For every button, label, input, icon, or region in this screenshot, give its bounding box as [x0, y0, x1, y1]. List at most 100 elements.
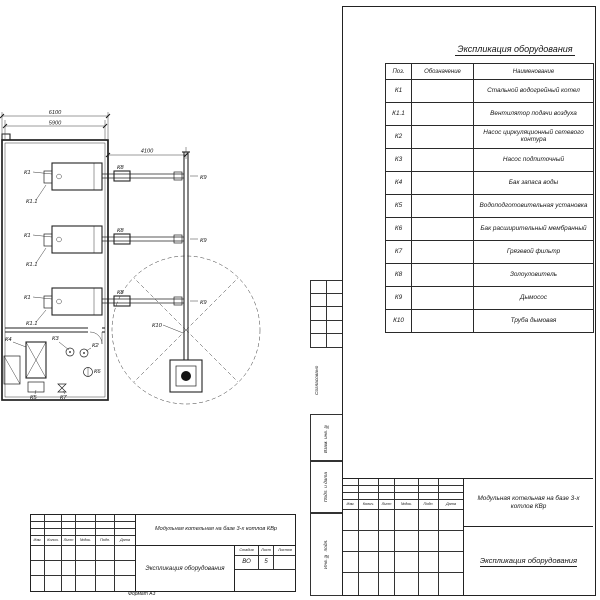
name-cell: Насос подпиточный [473, 148, 594, 172]
boiler-3 [43, 287, 103, 316]
tag-k4: К4 [5, 337, 12, 343]
designation-cell [411, 171, 474, 195]
project-title: Модульная котельная на базе 3-х котлов К… [136, 515, 296, 546]
col-podp: Подп. [96, 536, 115, 545]
header-designation: Обозначение [411, 63, 474, 80]
boiler-1 [43, 162, 103, 191]
sheets-label: Листов [278, 547, 292, 552]
pos-cell: К2 [385, 125, 412, 149]
table-row: К1 Стальной водогрейный котел [385, 79, 594, 103]
name-cell: Стальной водогрейный котел [473, 79, 594, 103]
chimney [111, 255, 261, 405]
name-cell: Водоподготовительная установка [473, 194, 594, 218]
document-title: Экспликация оборудования [479, 555, 578, 567]
stage-label: Стадия [235, 545, 259, 555]
pos-cell: К9 [385, 286, 412, 310]
name-cell: Бак запаса воды [473, 171, 594, 195]
designation-cell [411, 286, 474, 310]
col-ndok: №док. [395, 500, 419, 509]
designation-cell [411, 102, 474, 126]
table-row: К2 Насос циркуляционный сетевого контура [385, 125, 594, 149]
tag-k10: К10 [152, 323, 163, 329]
sheets-total [274, 556, 296, 569]
table-row: К7 Грязевой фильтр [385, 240, 594, 264]
stamp-vzam-inv: Взам. инв. № [310, 414, 343, 462]
name-cell: Золоуловитель [473, 263, 594, 287]
tag-k8: К8 [117, 228, 124, 234]
name-cell: Бак расширительный мембранный [473, 217, 594, 241]
pos-cell: К1.1 [385, 102, 412, 126]
stamp-podp-data-label: Подп. и дата [324, 471, 329, 503]
col-kolich: Колич. [45, 536, 62, 545]
right-title-block: Изм. Колич. Лист №док. Подп. Дата Модуль… [343, 478, 593, 595]
col-list: Лист [379, 500, 395, 509]
approval-grid [310, 280, 343, 348]
table-row: К3 Насос подпиточный [385, 148, 594, 172]
tag-k8: К8 [117, 165, 124, 171]
document-title: Экспликация оборудования [136, 545, 235, 591]
dim-inner: 5900 [49, 121, 62, 127]
pos-cell: К8 [385, 263, 412, 287]
tag-k2: К2 [92, 343, 99, 349]
tag-k7: К7 [60, 395, 67, 401]
tag-k9: К9 [200, 300, 207, 306]
stage-value: ВО [235, 555, 259, 569]
equipment-tags: К1 К1 К1 К1.1 К1.1 К1.1 К8 К8 К8 К9 К9 К… [5, 165, 207, 401]
boiler-2 [43, 225, 103, 254]
designation-cell [411, 263, 474, 287]
col-podp: Подп. [419, 500, 439, 509]
table-row: К6 Бак расширительный мембранный [385, 217, 594, 241]
tag-k6: К6 [94, 369, 101, 375]
header-name: Наименование [473, 63, 594, 80]
tag-k9: К9 [200, 175, 207, 181]
name-cell: Грязевой фильтр [473, 240, 594, 264]
designation-cell [411, 79, 474, 103]
dimension-lines: 6100 5900 4100 [0, 110, 189, 159]
pos-cell: К7 [385, 240, 412, 264]
tag-k5: К5 [30, 395, 37, 401]
specification-sheet: Экспликация оборудования Поз. Обозначени… [342, 6, 596, 596]
revision-table: Изм. Колич. Лист №док. Подп. Дата [343, 479, 464, 595]
stamp-podp-data: Подп. и дата [310, 460, 343, 514]
stamp-inv-podl: Инв. № подл. [310, 512, 343, 596]
specification-title: Экспликация оборудования [455, 44, 575, 56]
tag-k9: К9 [200, 238, 207, 244]
equipment-table: Поз. Обозначение Наименование К1 Стальной… [385, 63, 594, 333]
equipment-room [3, 341, 93, 393]
organization-cell [235, 570, 296, 591]
tag-k1: К1 [24, 295, 31, 301]
stamp-agreed: Согласовано [311, 348, 324, 412]
col-izm: Изм. [343, 500, 359, 509]
table-row: К1.1 Вентилятор подачи воздуха [385, 102, 594, 126]
table-row: К8 Золоуловитель [385, 263, 594, 287]
name-cell: Вентилятор подачи воздуха [473, 102, 594, 126]
revision-table: Изм. Колич. Лист №док. Подп. Дата [31, 515, 136, 591]
col-izm: Изм. [31, 536, 45, 545]
designation-cell [411, 217, 474, 241]
flue-ducts [102, 151, 190, 360]
pos-cell: К3 [385, 148, 412, 172]
designation-cell [411, 309, 474, 333]
format-note: Формат А3 [128, 591, 156, 597]
col-list: Лист [62, 536, 76, 545]
table-header-row: Поз. Обозначение Наименование [385, 63, 594, 80]
stamp-inv-podl-label: Инв. № подл. [324, 539, 329, 569]
col-ndok: №док. [76, 536, 96, 545]
tag-k1-1: К1.1 [26, 321, 37, 327]
pos-cell: К1 [385, 79, 412, 103]
tag-k8: К8 [117, 290, 124, 296]
pos-cell: К6 [385, 217, 412, 241]
tag-k1-1: К1.1 [26, 199, 37, 205]
tag-k3: К3 [52, 336, 59, 342]
name-cell: Насос циркуляционный сетевого контура [473, 125, 594, 149]
name-cell: Дымосос [473, 286, 594, 310]
designation-cell [411, 125, 474, 149]
col-kolich: Колич. [359, 500, 379, 509]
project-title: Модульная котельная на базе 3-х котлов К… [464, 479, 593, 527]
col-data: Дата [119, 538, 131, 542]
designation-cell [411, 194, 474, 218]
